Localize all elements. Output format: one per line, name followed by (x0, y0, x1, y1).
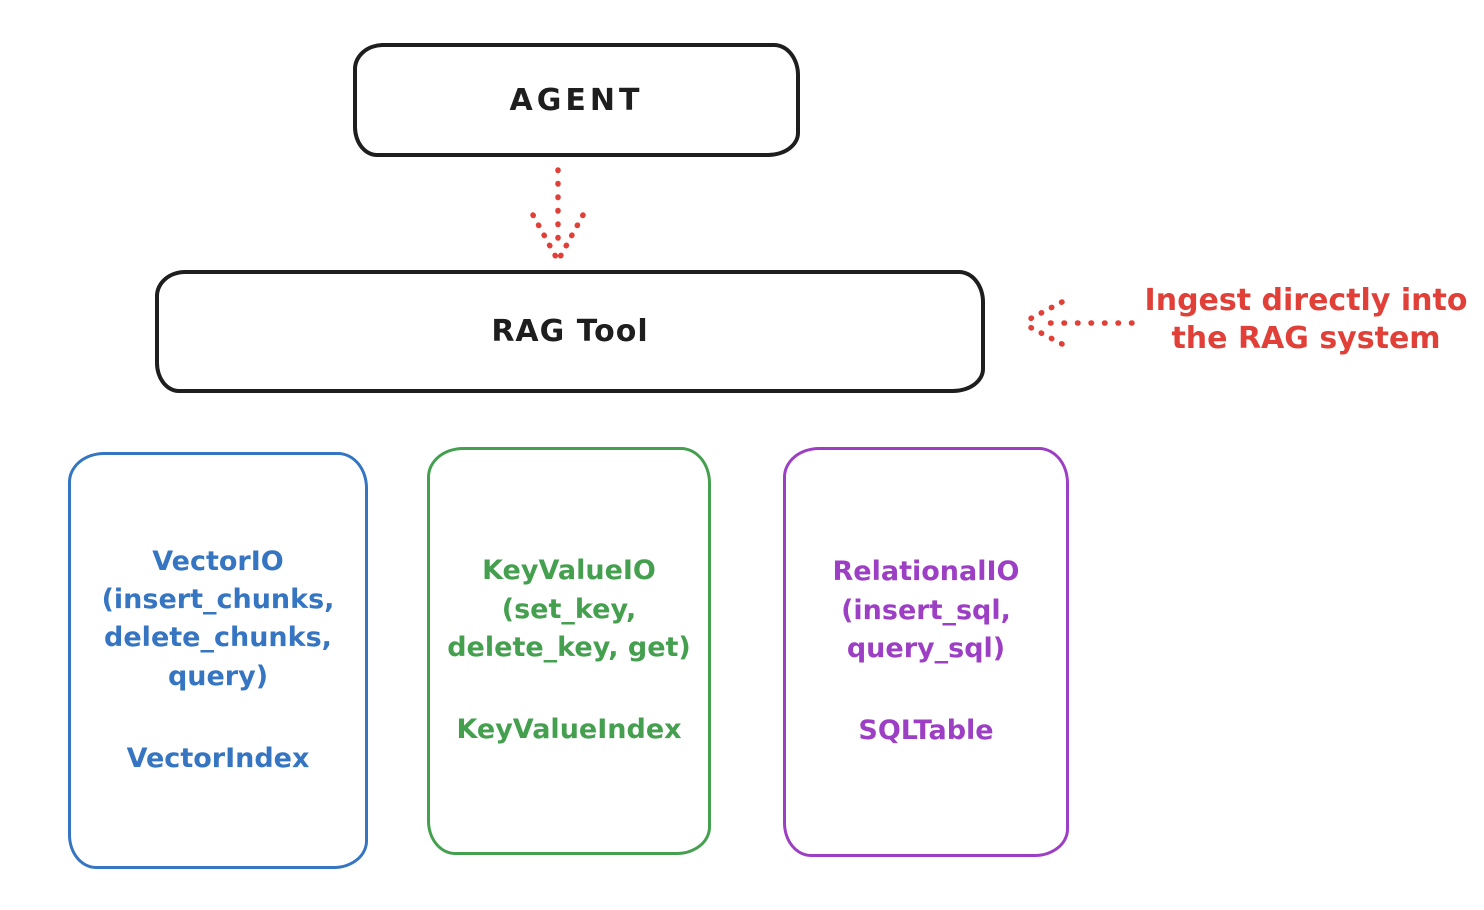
annotation-ingest: Ingest directly into the RAG system (1144, 283, 1468, 357)
node-relational-io: RelationalIO (insert_sql, query_sql) SQL… (783, 447, 1069, 857)
rag-tool-label: RAG Tool (491, 314, 649, 349)
relational-io-subtitle: SQLTable (858, 715, 994, 747)
node-agent: AGENT (353, 43, 800, 157)
key-value-io-title: KeyValueIO (set_key, delete_key, get) (447, 555, 691, 663)
key-value-io-subtitle: KeyValueIndex (456, 714, 682, 746)
agent-label: AGENT (509, 82, 644, 118)
node-rag-tool: RAG Tool (155, 270, 985, 393)
arrow-left-icon (1023, 299, 1135, 347)
vector-io-subtitle: VectorIndex (126, 742, 310, 774)
vector-io-title: VectorIO (insert_chunks, delete_chunks, … (101, 545, 335, 692)
node-key-value-io: KeyValueIO (set_key, delete_key, get) Ke… (427, 447, 711, 855)
relational-io-title: RelationalIO (insert_sql, query_sql) (832, 556, 1020, 664)
node-vector-io: VectorIO (insert_chunks, delete_chunks, … (68, 452, 368, 869)
arrow-down-icon (530, 167, 586, 260)
